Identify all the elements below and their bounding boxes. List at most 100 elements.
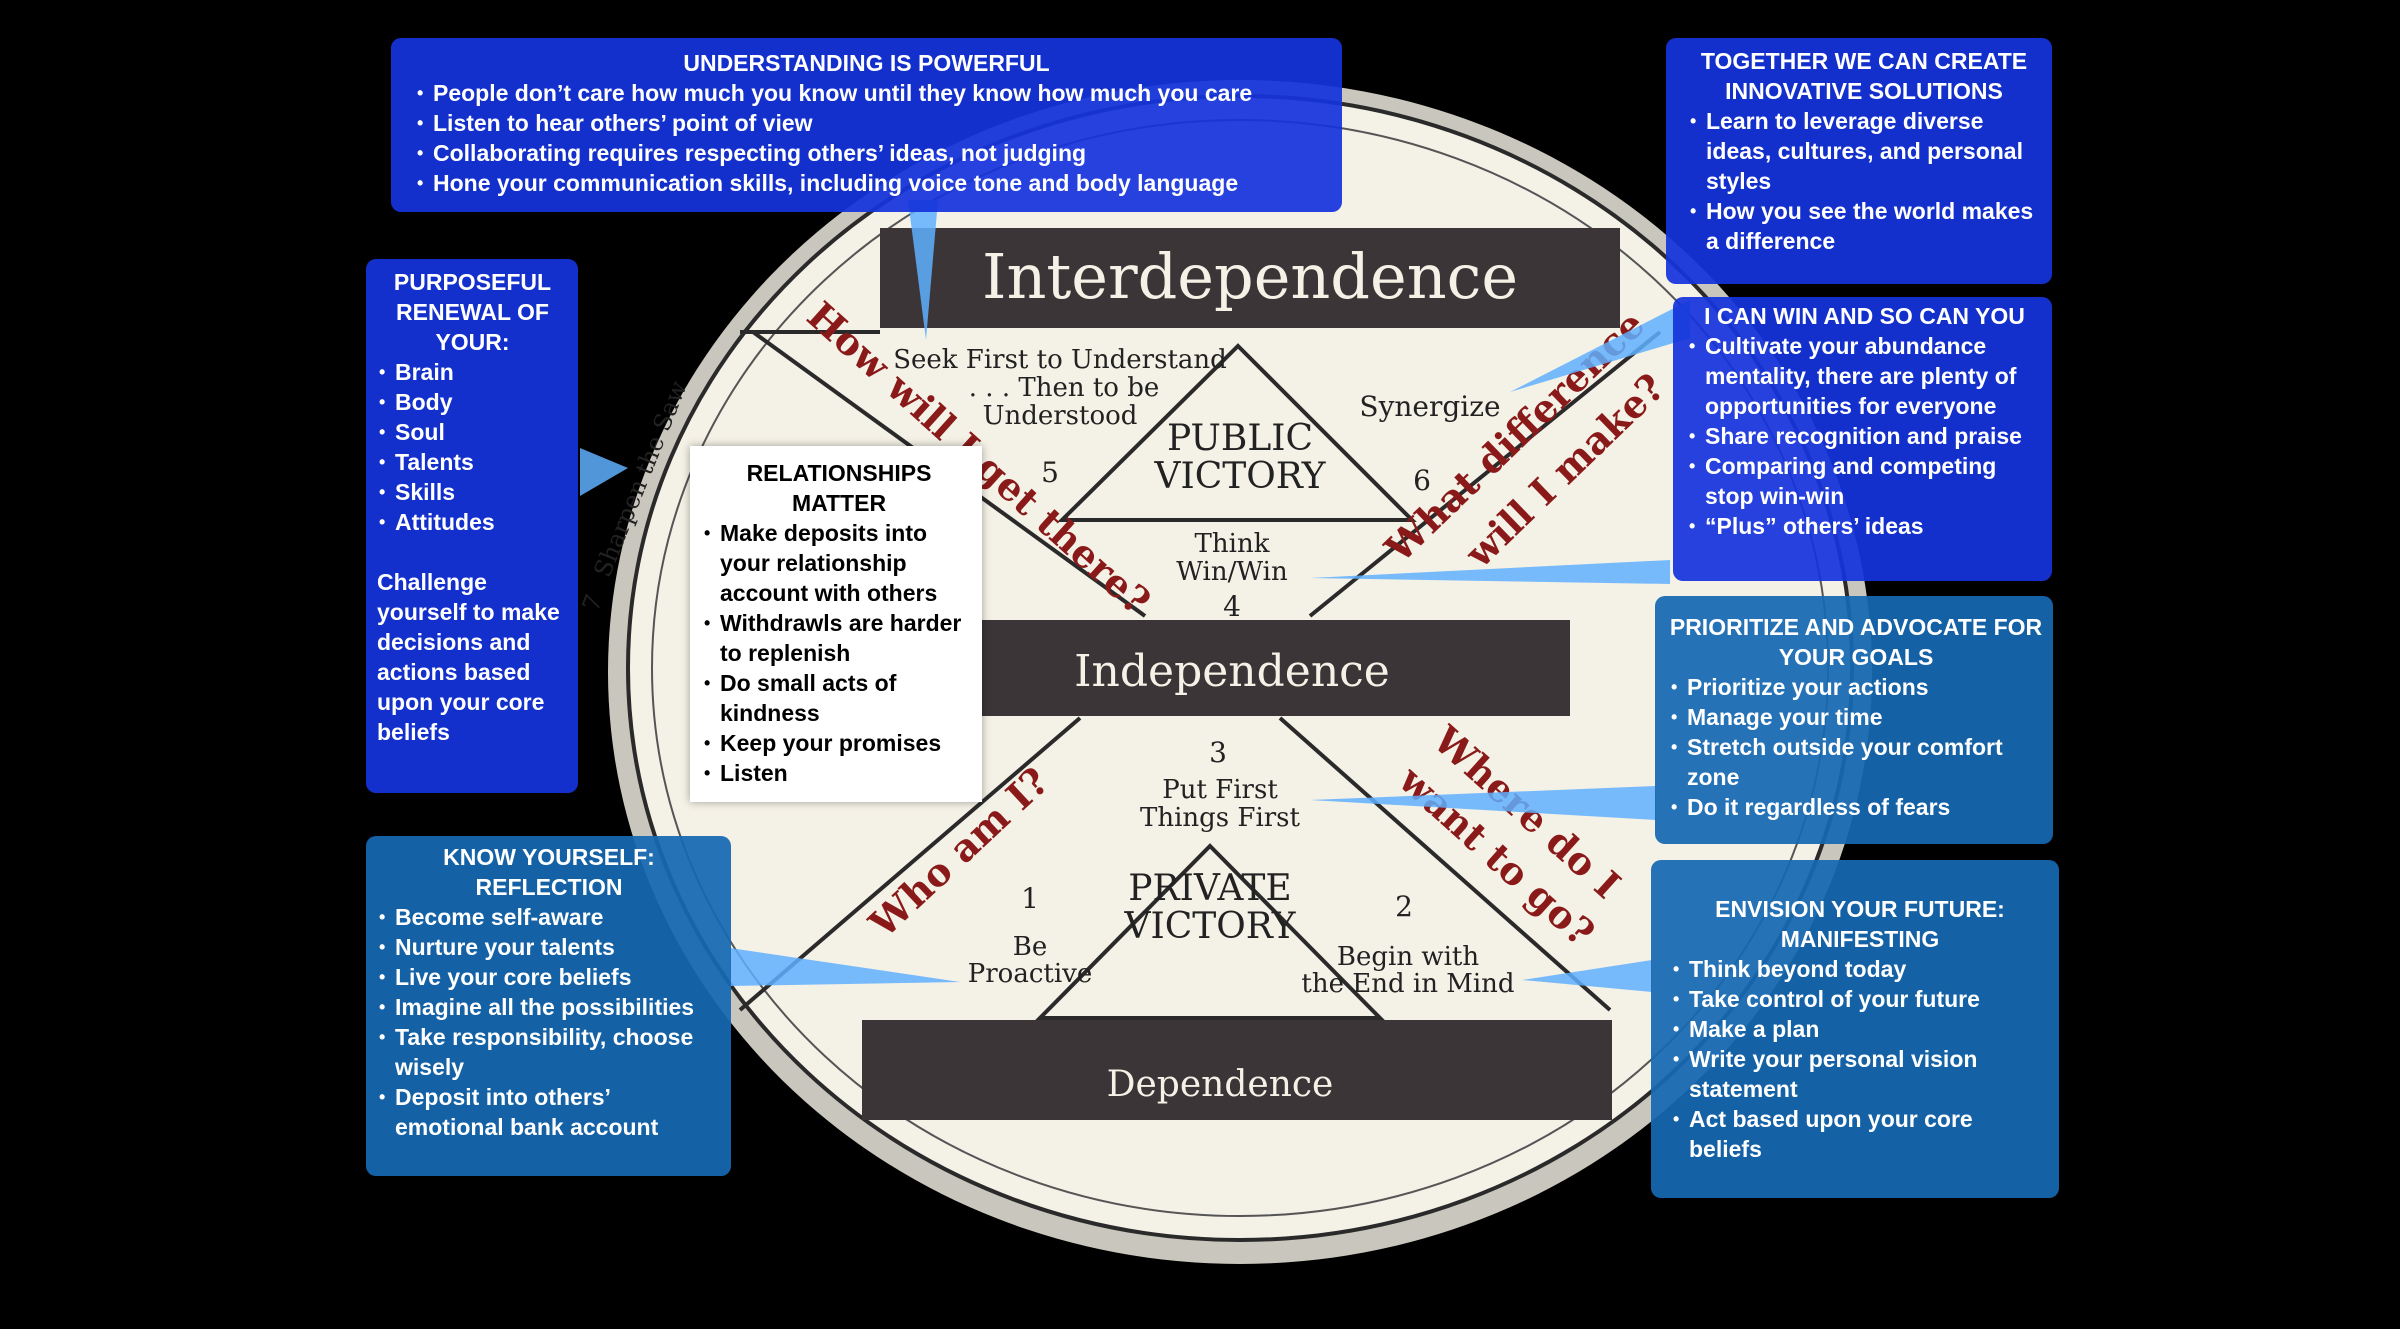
habit-5-line-2: . . . Then to be [969,373,1159,403]
private-victory-line-2: VICTORY [1123,906,1296,947]
list-item: Body [377,387,568,417]
interdependence-label: Interdependence [982,240,1518,313]
list-item: Share recognition and praise [1687,421,2042,451]
callout-list: Prioritize your actions Manage your time… [1669,672,2043,822]
habit-1-number: 1 [1021,882,1039,915]
callout-title: KNOW YOURSELF: REFLECTION [443,844,655,900]
callout-list: Make deposits into your relationship acc… [702,518,976,788]
pointer-know [730,948,960,986]
habit-1-line-2: Proactive [968,959,1092,989]
callout-envision: ENVISION YOUR FUTURE: MANIFESTING Think … [1651,860,2059,1198]
list-item: Think beyond today [1671,954,2049,984]
pointer-understanding [908,200,938,340]
dependence-bar [862,1020,1612,1120]
lower-right-line [1278,716,1612,1012]
list-item: Deposit into others’ emotional bank acco… [377,1082,721,1142]
callout-title: ENVISION YOUR FUTURE: MANIFESTING [1715,896,2005,952]
habit-6-label: Synergize [1359,390,1500,423]
interdependence-bar [880,228,1620,328]
list-item: Listen [702,758,976,788]
callout-title: TOGETHER WE CAN CREATE INNOVATIVE SOLUTI… [1700,48,2028,104]
habit-4-number: 4 [1223,590,1241,623]
callout-relationships: RELATIONSHIPS MATTER Make deposits into … [690,446,982,802]
callout-title: I CAN WIN AND SO CAN YOU [1704,303,2025,329]
callout-list: Cultivate your abundance mentality, ther… [1687,331,2042,541]
list-item: How you see the world makes a difference [1688,196,2040,256]
callout-title: RELATIONSHIPS MATTER [746,460,932,516]
pointer-envision [1522,960,1652,992]
private-victory-triangle [1035,843,1385,1020]
list-item: Listen to hear others’ point of view [415,108,1318,138]
callout-list: Think beyond today Take control of your … [1671,954,2049,1164]
habit-2-number: 2 [1395,890,1413,923]
list-item: Imagine all the possibilities [377,992,721,1022]
habit-5-number: 5 [1041,456,1059,489]
callout-title: PURPOSEFUL RENEWAL OF YOUR: [393,269,552,355]
habit-2-line-1: Begin with [1337,942,1479,972]
list-item: Nurture your talents [377,932,721,962]
callout-title: PRIORITIZE AND ADVOCATE FOR YOUR GOALS [1669,614,2043,670]
habit-7-number: 7 [577,591,609,616]
list-item: Soul [377,417,568,447]
list-item: Prioritize your actions [1669,672,2043,702]
habit-6-number: 6 [1413,464,1431,497]
independence-bar [918,620,1570,716]
list-item: Attitudes [377,507,568,537]
pointer-together [1510,300,1690,392]
callout-purposeful: PURPOSEFUL RENEWAL OF YOUR: Brain Body S… [366,259,578,793]
list-item: Take control of your future [1671,984,2049,1014]
list-item: Write your personal vision statement [1671,1044,2049,1104]
list-item: “Plus” others’ ideas [1687,511,2042,541]
list-item: Do small acts of kindness [702,668,976,728]
callout-list: Brain Body Soul Talents Skills Attitudes [377,357,568,537]
public-victory-triangle [1057,343,1417,522]
list-item: Take responsibility, choose wisely [377,1022,721,1082]
pointer-purposeful [580,448,628,496]
callout-understanding: UNDERSTANDING IS POWERFUL People don’t c… [391,38,1342,212]
callout-know: KNOW YOURSELF: REFLECTION Become self-aw… [366,836,731,1176]
list-item: Act based upon your core beliefs [1671,1104,2049,1164]
callout-note: Challenge yourself to make decisions and… [377,569,560,745]
list-item: Learn to leverage diverse ideas, culture… [1688,106,2040,196]
callout-prioritize: PRIORITIZE AND ADVOCATE FOR YOUR GOALS P… [1655,596,2053,844]
list-item: Do it regardless of fears [1669,792,2043,822]
independence-label: Independence [1074,646,1390,697]
habit-4-line-1: Think [1195,529,1270,559]
list-item: Collaborating requires respecting others… [415,138,1318,168]
dependence-label: Dependence [1107,1064,1334,1105]
private-victory-line-1: PRIVATE [1128,868,1291,909]
habit-5-line-3: Understood [983,401,1138,431]
pointer-win [1310,560,1670,584]
list-item: Skills [377,477,568,507]
callout-title: UNDERSTANDING IS POWERFUL [683,50,1050,76]
habit-1-line-1: Be [1013,932,1048,962]
list-item: Cultivate your abundance mentality, ther… [1687,331,2042,421]
callout-list: Become self-aware Nurture your talents L… [377,902,721,1142]
list-item: Hone your communication skills, includin… [415,168,1318,198]
callout-list: Learn to leverage diverse ideas, culture… [1688,106,2040,256]
list-item: Make a plan [1671,1014,2049,1044]
upper-right-line [1308,330,1662,618]
public-victory-line-1: PUBLIC [1167,418,1313,459]
list-item: Talents [377,447,568,477]
habit-3-number: 3 [1209,736,1227,769]
list-item: Brain [377,357,568,387]
callout-together: TOGETHER WE CAN CREATE INNOVATIVE SOLUTI… [1666,38,2052,284]
list-item: Live your core beliefs [377,962,721,992]
list-item: Stretch outside your comfort zone [1669,732,2043,792]
list-item: Become self-aware [377,902,721,932]
list-item: Manage your time [1669,702,2043,732]
habit-5-line-1: Seek First to Understand [893,345,1227,375]
habit-4-line-2: Win/Win [1176,557,1288,587]
list-item: Keep your promises [702,728,976,758]
list-item: People don’t care how much you know unti… [415,78,1318,108]
list-item: Withdrawls are harder to replenish [702,608,976,668]
callout-list: People don’t care how much you know unti… [415,78,1318,198]
pointer-prioritize [1310,786,1656,820]
habit-3-line-1: Put First [1162,775,1278,805]
public-victory-line-2: VICTORY [1153,456,1326,497]
callout-win: I CAN WIN AND SO CAN YOU Cultivate your … [1673,297,2052,581]
list-item: Comparing and competing stop win-win [1687,451,2042,511]
habit-2-line-2: the End in Mind [1301,969,1514,999]
